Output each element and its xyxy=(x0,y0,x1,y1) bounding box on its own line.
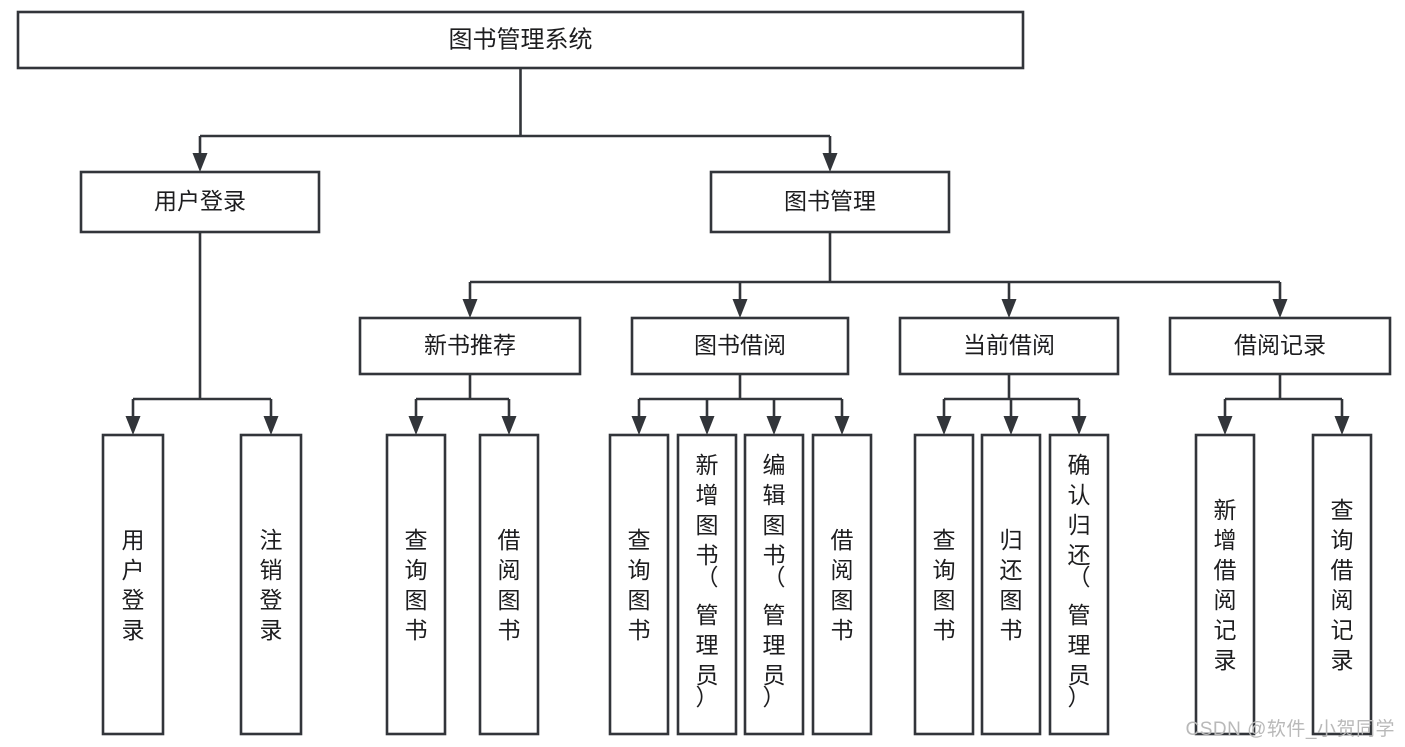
node-root[interactable]: 图书管理系统 xyxy=(16,10,1025,70)
arrow-head-icon xyxy=(1334,416,1350,435)
arrow-head-icon xyxy=(263,416,279,435)
node-box xyxy=(898,316,1120,376)
arrow-head-icon xyxy=(822,153,838,172)
node-box xyxy=(913,433,975,736)
node-label-vertical: 查询借阅记录 xyxy=(1331,497,1354,673)
node-l-query-book-1[interactable]: 查询图书 xyxy=(385,433,447,736)
node-n-user-login[interactable]: 用户登录 xyxy=(79,170,321,234)
connector-group-root xyxy=(192,68,838,172)
connector-group-n-book-mgmt xyxy=(462,232,1288,318)
node-box xyxy=(79,170,321,234)
connector-group-n-user-login xyxy=(125,232,279,435)
arrow-head-icon xyxy=(834,416,850,435)
node-l-user-login[interactable]: 用户登录 xyxy=(101,433,165,736)
node-box xyxy=(101,433,165,736)
connector-group-n-borrow xyxy=(631,374,850,435)
node-l-query-book-2[interactable]: 查询图书 xyxy=(608,433,670,736)
node-box xyxy=(1194,433,1256,736)
arrow-head-icon xyxy=(631,416,647,435)
node-label-vertical: 归还图书 xyxy=(1000,527,1023,643)
node-l-edit-book[interactable]: 编辑图书（管理员） xyxy=(743,433,805,736)
arrow-head-icon xyxy=(1272,299,1288,318)
arrow-head-icon xyxy=(766,416,782,435)
arrow-head-icon xyxy=(1071,416,1087,435)
node-label-vertical: 查询图书 xyxy=(405,527,428,643)
arrow-head-icon xyxy=(936,416,952,435)
node-box xyxy=(16,10,1025,70)
node-layer: 图书管理系统用户登录图书管理新书推荐图书借阅当前借阅借阅记录用户登录注销登录查询… xyxy=(16,10,1392,736)
arrow-head-icon xyxy=(1003,416,1019,435)
arrow-head-icon xyxy=(462,299,478,318)
connector-group-n-records xyxy=(1217,374,1350,435)
node-label-vertical: 编辑图书（管理员） xyxy=(763,452,786,710)
node-label: 新书推荐 xyxy=(424,332,516,358)
node-box xyxy=(676,433,738,736)
node-n-book-mgmt[interactable]: 图书管理 xyxy=(709,170,951,234)
node-box xyxy=(1311,433,1373,736)
node-label: 图书借阅 xyxy=(694,332,786,358)
node-n-borrow[interactable]: 图书借阅 xyxy=(630,316,850,376)
node-label: 用户登录 xyxy=(154,188,246,214)
node-box xyxy=(811,433,873,736)
node-label-vertical: 新增借阅记录 xyxy=(1214,497,1237,673)
arrow-head-icon xyxy=(1001,299,1017,318)
node-n-new-rec[interactable]: 新书推荐 xyxy=(358,316,582,376)
node-l-return-book[interactable]: 归还图书 xyxy=(980,433,1042,736)
arrow-head-icon xyxy=(699,416,715,435)
node-box xyxy=(385,433,447,736)
node-n-records[interactable]: 借阅记录 xyxy=(1168,316,1392,376)
node-l-query-book-3[interactable]: 查询图书 xyxy=(913,433,975,736)
node-label-vertical: 确认归还（管理员） xyxy=(1068,452,1091,710)
node-label: 借阅记录 xyxy=(1234,332,1326,358)
node-label: 图书管理 xyxy=(784,188,876,214)
arrow-head-icon xyxy=(501,416,517,435)
node-box xyxy=(709,170,951,234)
node-box xyxy=(239,433,303,736)
node-label: 当前借阅 xyxy=(963,332,1055,358)
node-box xyxy=(1168,316,1392,376)
node-label-vertical: 查询图书 xyxy=(628,527,651,643)
node-box xyxy=(630,316,850,376)
arrow-head-icon xyxy=(1217,416,1233,435)
node-label: 图书管理系统 xyxy=(449,26,593,53)
node-label-vertical: 借阅图书 xyxy=(831,527,854,643)
node-l-query-record[interactable]: 查询借阅记录 xyxy=(1311,433,1373,736)
node-box xyxy=(608,433,670,736)
arrow-head-icon xyxy=(732,299,748,318)
connector-group-n-new-rec xyxy=(408,374,517,435)
connector-layer xyxy=(125,68,1350,435)
node-l-add-record[interactable]: 新增借阅记录 xyxy=(1194,433,1256,736)
arrow-head-icon xyxy=(192,153,208,172)
node-label-vertical: 注销登录 xyxy=(260,527,283,643)
node-box xyxy=(358,316,582,376)
node-box xyxy=(743,433,805,736)
node-l-add-book[interactable]: 新增图书（管理员） xyxy=(676,433,738,736)
node-box xyxy=(1048,433,1110,736)
node-l-logout[interactable]: 注销登录 xyxy=(239,433,303,736)
node-n-current[interactable]: 当前借阅 xyxy=(898,316,1120,376)
node-l-confirm-return[interactable]: 确认归还（管理员） xyxy=(1048,433,1110,736)
node-l-borrow-book-1[interactable]: 借阅图书 xyxy=(478,433,540,736)
node-l-borrow-book-2[interactable]: 借阅图书 xyxy=(811,433,873,736)
arrow-head-icon xyxy=(408,416,424,435)
arrow-head-icon xyxy=(125,416,141,435)
node-box xyxy=(478,433,540,736)
node-label-vertical: 用户登录 xyxy=(122,527,145,643)
node-label-vertical: 新增图书（管理员） xyxy=(696,452,719,710)
node-label-vertical: 查询图书 xyxy=(933,527,956,643)
node-label-vertical: 借阅图书 xyxy=(498,527,521,643)
node-box xyxy=(980,433,1042,736)
connector-group-n-current xyxy=(936,374,1087,435)
